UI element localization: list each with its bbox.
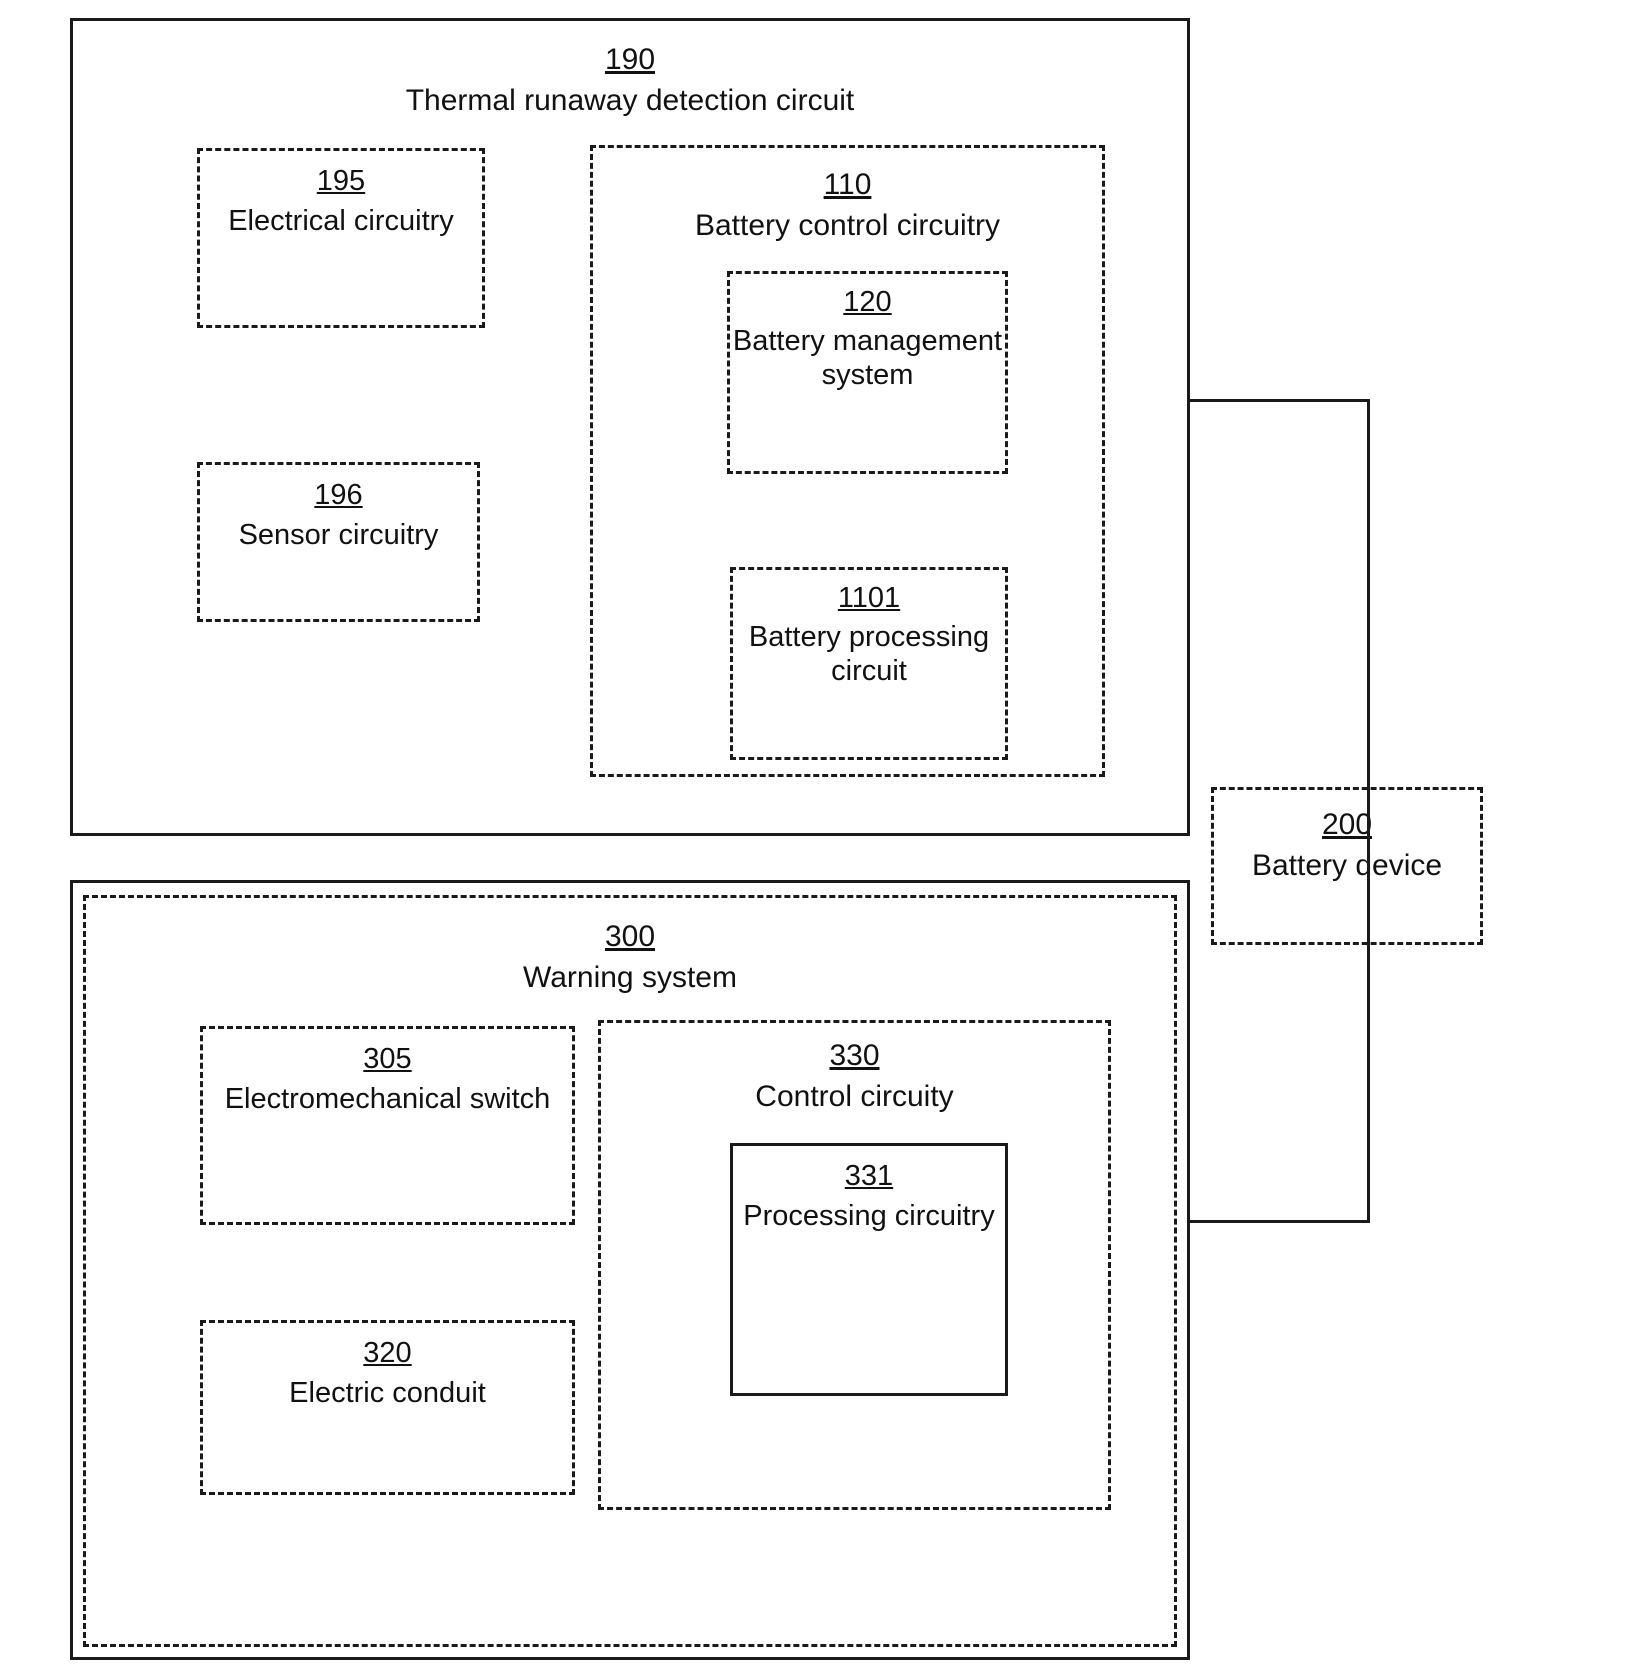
block-331-processing-circuitry: 331 Processing circuitry xyxy=(730,1143,1008,1396)
block-1101-battery-processing-circuit: 1101 Battery processing circuit xyxy=(730,567,1008,760)
block-300-warning-system: 300 Warning system xyxy=(83,895,1177,1647)
block-320-electric-conduit: 320 Electric conduit xyxy=(200,1320,575,1495)
block-120-ref: 120 xyxy=(843,286,892,318)
block-110-label: 110 Battery control circuitry xyxy=(593,168,1102,243)
block-195-ref: 195 xyxy=(316,165,366,197)
connector-right-vertical xyxy=(1367,399,1370,1223)
block-305-ref: 305 xyxy=(363,1043,412,1075)
connector-190-to-200-horizontal xyxy=(1188,399,1370,402)
block-1101-caption: Battery processing circuit xyxy=(748,621,990,688)
block-200-label: 200 Battery device xyxy=(1214,808,1480,883)
block-196-label: 196 Sensor circuitry xyxy=(200,479,477,552)
block-330-caption: Control circuity xyxy=(755,1080,954,1113)
block-305-label: 305 Electromechanical switch xyxy=(203,1043,572,1116)
block-190-thermal-runaway-detection-circuit: 190 Thermal runaway detection circuit xyxy=(70,18,1190,836)
block-305-caption: Electromechanical switch xyxy=(224,1083,551,1115)
block-195-electrical-circuitry: 195 Electrical circuitry xyxy=(197,148,485,328)
block-330-ref: 330 xyxy=(829,1039,880,1072)
connector-200-to-300-horizontal xyxy=(1188,1220,1370,1223)
block-110-battery-control-circuitry: 110 Battery control circuitry xyxy=(590,145,1105,777)
block-331-caption: Processing circuitry xyxy=(743,1200,995,1232)
block-330-label: 330 Control circuity xyxy=(601,1039,1108,1114)
block-300-caption: Warning system xyxy=(523,961,737,994)
block-200-ref: 200 xyxy=(1321,808,1373,841)
block-305-electromechanical-switch: 305 Electromechanical switch xyxy=(200,1026,575,1225)
block-300-ref: 300 xyxy=(604,920,656,953)
block-320-label: 320 Electric conduit xyxy=(203,1337,572,1410)
block-1101-ref: 1101 xyxy=(837,582,901,614)
block-200-battery-device: 200 Battery device xyxy=(1211,787,1483,945)
block-190-label: 190 Thermal runaway detection circuit xyxy=(73,43,1187,118)
block-120-caption: Battery management system xyxy=(732,325,1003,392)
block-196-ref: 196 xyxy=(314,479,363,511)
block-195-label: 195 Electrical circuitry xyxy=(200,165,482,238)
block-110-caption: Battery control circuitry xyxy=(694,209,1001,242)
block-331-label: 331 Processing circuitry xyxy=(733,1160,1005,1233)
block-120-battery-management-system: 120 Battery management system xyxy=(727,271,1008,474)
block-196-caption: Sensor circuitry xyxy=(238,519,439,551)
block-1101-label: 1101 Battery processing circuit xyxy=(733,582,1005,688)
block-300-warning-system-outer-frame xyxy=(70,880,1190,1660)
block-195-caption: Electrical circuitry xyxy=(228,205,454,237)
block-200-caption: Battery device xyxy=(1251,849,1443,882)
block-320-caption: Electric conduit xyxy=(289,1377,486,1409)
block-331-ref: 331 xyxy=(844,1160,894,1192)
block-190-ref: 190 xyxy=(604,43,656,76)
block-110-ref: 110 xyxy=(823,168,872,201)
block-190-caption: Thermal runaway detection circuit xyxy=(405,84,855,117)
block-330-control-circuity: 330 Control circuity xyxy=(598,1020,1111,1510)
block-120-label: 120 Battery management system xyxy=(730,286,1005,392)
block-196-sensor-circuitry: 196 Sensor circuitry xyxy=(197,462,480,622)
block-320-ref: 320 xyxy=(363,1337,412,1369)
block-300-label: 300 Warning system xyxy=(86,920,1174,995)
